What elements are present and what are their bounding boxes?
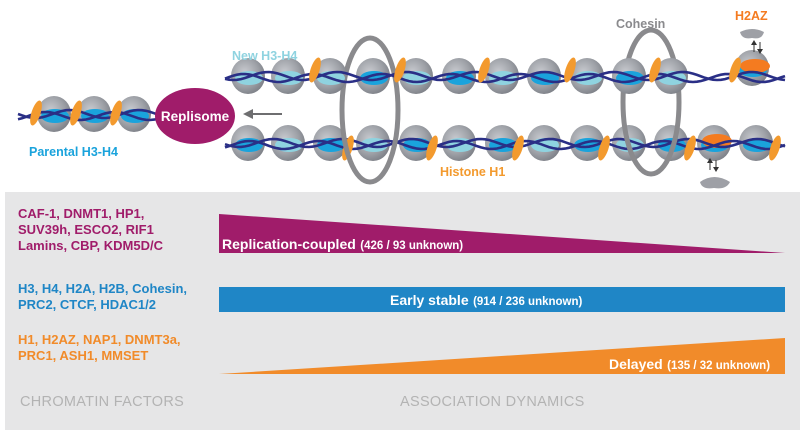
dynamics-label: Delayed — [609, 356, 663, 372]
cohesin-ring-front — [339, 109, 401, 185]
dynamics-note: (426 / 93 unknown) — [360, 240, 464, 252]
h2az-exchange-icon-bottom — [700, 158, 730, 189]
cohesin-rings-front — [339, 101, 682, 185]
early-stable-bar — [219, 287, 785, 312]
factor-line: CAF-1, DNMT1, HP1, — [18, 206, 145, 221]
dynamics-label: Early stable — [390, 292, 469, 308]
cohesin-ring-front — [620, 101, 682, 177]
h2az-variant — [740, 59, 770, 73]
replisome-label: Replisome — [161, 109, 230, 124]
factor-line: H3, H4, H2A, H2B, Cohesin, — [18, 281, 188, 296]
factor-line: Lamins, CBP, KDM5D/C — [18, 238, 163, 253]
histone-h1 — [512, 135, 524, 161]
histone-h1 — [110, 100, 122, 126]
footer-chromatin-factors: CHROMATIN FACTORS — [20, 394, 185, 410]
histone-h1 — [478, 57, 490, 83]
histone-h1 — [649, 57, 661, 83]
dna-strand — [224, 70, 786, 82]
histone-h1-layer — [30, 57, 781, 161]
delayed-label: Delayed (135 / 32 unknown) — [609, 356, 770, 374]
factor-line: PRC2, CTCF, HDAC1/2 — [18, 297, 156, 312]
histone-h1 — [684, 135, 696, 161]
dna-strand — [17, 110, 159, 122]
factors-replication-coupled: CAF-1, DNMT1, HP1, SUV39h, ESCO2, RIF1 L… — [18, 206, 163, 254]
histone-h1 — [564, 57, 576, 83]
dna-strand — [224, 72, 786, 84]
footer-association-dynamics: ASSOCIATION DYNAMICS — [400, 394, 585, 410]
histone-h1 — [394, 57, 406, 83]
histone-h1 — [598, 135, 610, 161]
histone-h1 — [70, 100, 82, 126]
h2az-exchange-icon-top — [740, 29, 764, 54]
replication-coupled-wedge — [219, 214, 785, 253]
delayed-wedge — [219, 338, 785, 374]
factor-line: H1, H2AZ, NAP1, DNMT3a, — [18, 332, 181, 347]
histone-h1-label: Histone H1 — [440, 165, 505, 179]
dna-strand — [17, 108, 159, 120]
histone-h1 — [309, 57, 321, 83]
dynamics-label: Replication-coupled — [222, 236, 356, 252]
parental-h3h4-label: Parental H3-H4 — [29, 145, 118, 159]
histone-h1 — [729, 57, 741, 83]
dynamics-note: (914 / 236 unknown) — [473, 296, 583, 308]
factors-delayed: H1, H2AZ, NAP1, DNMT3a, PRC1, ASH1, MMSE… — [18, 332, 181, 364]
association-dynamics-bars — [219, 214, 785, 374]
histone-h1 — [30, 100, 42, 126]
factor-line: PRC1, ASH1, MMSET — [18, 348, 149, 363]
new-h3h4-label: New H3-H4 — [232, 49, 297, 63]
histone-h1 — [769, 135, 781, 161]
early-stable-label: Early stable (914 / 236 unknown) — [390, 292, 582, 310]
h2az-label: H2AZ — [735, 9, 768, 23]
replisome-shape — [155, 88, 235, 144]
factors-early-stable: H3, H4, H2A, H2B, Cohesin, PRC2, CTCF, H… — [18, 281, 187, 313]
dynamics-note: (135 / 32 unknown) — [667, 360, 771, 372]
cohesin-label: Cohesin — [616, 17, 665, 31]
replication-coupled-label: Replication-coupled (426 / 93 unknown) — [222, 236, 463, 254]
histone-h1 — [426, 135, 438, 161]
factor-line: SUV39h, ESCO2, RIF1 — [18, 222, 154, 237]
direction-arrow-icon — [243, 109, 282, 119]
nucleosome — [527, 58, 561, 94]
